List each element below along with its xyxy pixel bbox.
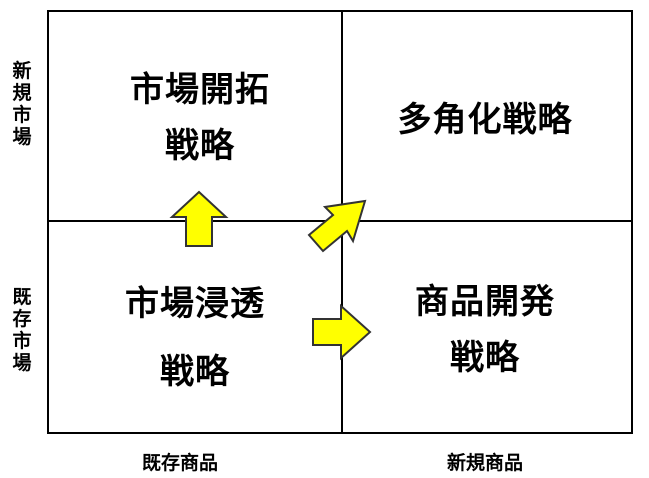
y-axis-bottom-label: 既存市場 [10, 286, 34, 374]
arrow-diagonal-icon [307, 199, 367, 253]
y-axis-top-label: 新規市場 [10, 60, 34, 148]
market-penetration-label: 市場浸透 戦略 [50, 270, 340, 406]
diversification-label: 多角化戦略 [340, 92, 630, 148]
market-penetration-line2: 戦略 [160, 352, 230, 392]
product-development-line2: 戦略 [450, 338, 520, 378]
arrow-up-icon [169, 190, 229, 247]
market-development-label: 市場開拓 戦略 [60, 62, 340, 174]
x-axis-left-label: 既存商品 [141, 452, 218, 474]
y-axis-top-text: 新規市場 [12, 60, 32, 148]
arrow-right-icon [312, 303, 372, 361]
product-development-line1: 商品開発 [415, 282, 555, 322]
x-axis-right-label: 新規商品 [446, 452, 523, 474]
market-penetration-line1: 市場浸透 [125, 284, 265, 324]
product-development-label: 商品開発 戦略 [340, 274, 630, 386]
market-development-line1: 市場開拓 [130, 70, 270, 110]
diversification-line1: 多角化戦略 [397, 100, 573, 140]
market-development-line2: 戦略 [165, 126, 235, 166]
y-axis-bottom-text: 既存市場 [12, 286, 32, 374]
